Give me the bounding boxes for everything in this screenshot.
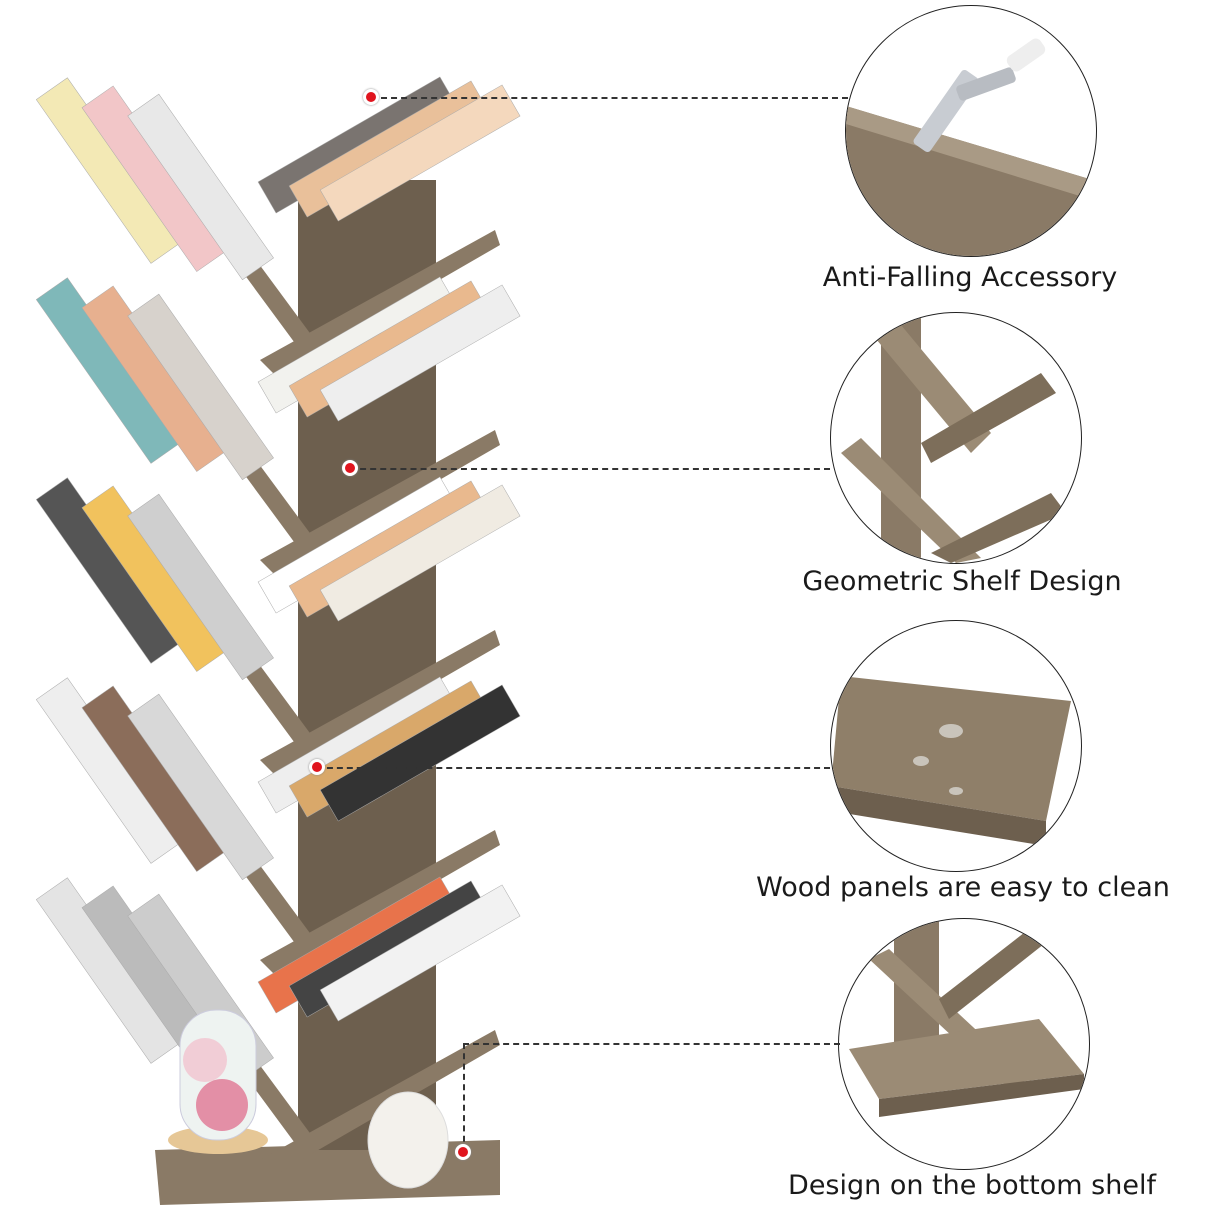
feature-label-wood-panels: Wood panels are easy to clean <box>756 872 1170 903</box>
book <box>127 93 274 281</box>
marker-dot-1 <box>363 89 379 105</box>
marker-dot-4 <box>455 1144 471 1160</box>
callout-line-3 <box>317 767 830 769</box>
book <box>319 284 521 422</box>
marker-dot-3 <box>309 759 325 775</box>
callout-line-4 <box>463 1043 840 1045</box>
detail-geometric-shelf <box>830 312 1082 564</box>
detail-anti-falling <box>845 5 1097 257</box>
flower <box>183 1038 227 1082</box>
shelf-board-right <box>260 430 500 575</box>
water-droplet-wood-icon <box>831 676 1071 846</box>
callout-line-2 <box>350 468 830 470</box>
bottom-shelf-icon <box>849 919 1084 1117</box>
geometric-shelf-icon <box>841 313 1066 563</box>
marker-dot-2 <box>342 460 358 476</box>
book <box>127 693 274 881</box>
shelf-board-right <box>260 230 500 375</box>
book <box>319 84 521 222</box>
flower <box>196 1079 248 1131</box>
book <box>319 484 521 622</box>
shelf-board-right <box>260 830 500 975</box>
detail-wood-panel <box>830 620 1082 872</box>
callout-line-1 <box>371 97 848 99</box>
book <box>319 884 521 1022</box>
shelf-board-right <box>260 1030 500 1175</box>
anti-falling-bracket-icon <box>846 38 1096 256</box>
feature-label-bottom-shelf: Design on the bottom shelf <box>788 1170 1156 1201</box>
feature-label-geometric: Geometric Shelf Design <box>802 566 1122 597</box>
book <box>127 493 274 681</box>
callout-line-4-vertical <box>463 1043 465 1152</box>
ceramic-vase <box>367 1091 449 1189</box>
shelf-board-right <box>260 630 500 775</box>
detail-bottom-shelf <box>838 918 1090 1170</box>
feature-label-anti-falling: Anti-Falling Accessory <box>822 262 1118 293</box>
book <box>127 293 274 481</box>
